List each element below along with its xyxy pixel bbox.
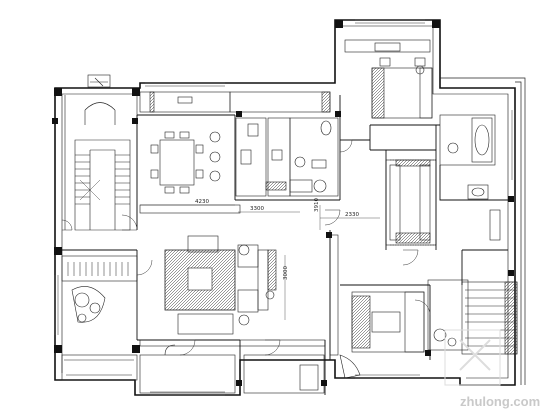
kitchen-block <box>235 117 339 197</box>
left-bedroom <box>61 255 138 381</box>
right-bathroom <box>439 114 501 241</box>
watermark-text: zhulong.com <box>460 394 540 409</box>
dimension-3000: 3000 <box>283 266 289 280</box>
master-bedroom <box>344 39 433 119</box>
columns <box>52 20 514 386</box>
walk-in-closet <box>385 159 437 246</box>
bottom-right-bedroom <box>329 234 518 379</box>
staircase <box>64 74 138 231</box>
dining-table <box>150 131 221 194</box>
living-room <box>139 204 277 335</box>
dimension-2330: 2330 <box>345 212 359 218</box>
door-swings <box>61 139 431 356</box>
right-balcony <box>440 77 526 385</box>
dimension-4230: 4230 <box>195 199 209 205</box>
dining-cabinet <box>139 91 331 113</box>
windows <box>54 19 516 396</box>
dimension-3300: 3300 <box>250 206 264 212</box>
bottom-rooms <box>139 339 326 394</box>
dimension-3910: 3910 <box>314 198 320 212</box>
dimension-lines <box>140 204 380 320</box>
exterior-walls <box>54 19 516 396</box>
watermark: zhulong.com <box>444 329 540 409</box>
interior-walls <box>62 95 508 395</box>
